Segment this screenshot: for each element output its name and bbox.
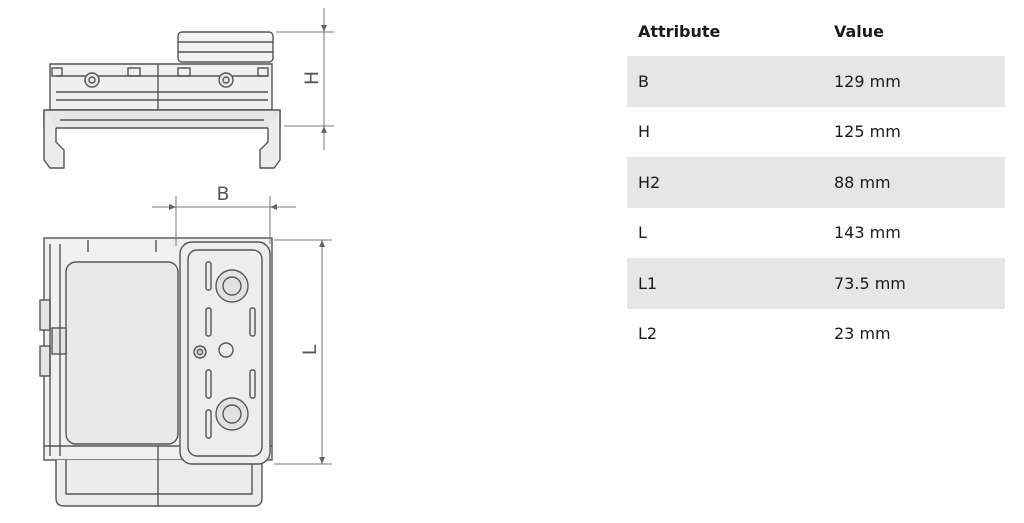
table-header-row: Attribute Value [627,6,1005,56]
table-row: H2 88 mm [627,157,1005,208]
table-row: L 143 mm [627,208,1005,259]
attribute-cell: H2 [627,157,823,208]
technical-drawing: H [39,8,334,507]
value-cell: 129 mm [823,56,1005,107]
table-row: L1 73.5 mm [627,258,1005,309]
header-value: Value [834,21,885,41]
dimension-label-h: H [301,71,323,85]
value-cell: 88 mm [823,157,1005,208]
value-cell: 125 mm [834,122,901,142]
value-cell: 73.5 mm [823,258,1005,309]
table-row: B 129 mm [627,56,1005,107]
header-attribute: Attribute [638,21,721,41]
value-cell: 23 mm [834,324,891,344]
table-row: L2 23 mm [627,309,1005,360]
attribute-cell: L2 [638,324,658,344]
attribute-cell: L [638,223,647,243]
attribute-cell: L1 [627,258,823,309]
table-row: H 125 mm [627,107,1005,158]
dimension-label-b: B [216,183,229,205]
dimension-b [152,196,296,246]
dimension-l [274,239,332,465]
attribute-cell: H [638,122,651,142]
attribute-cell: B [627,56,823,107]
dimension-label-l: L [299,344,321,355]
top-view [39,237,273,507]
side-view [43,31,281,169]
dimension-h [276,8,334,150]
attributes-table: Attribute Value B 129 mm H 125 mm H2 88 … [627,6,1005,359]
value-cell: 143 mm [834,223,901,243]
